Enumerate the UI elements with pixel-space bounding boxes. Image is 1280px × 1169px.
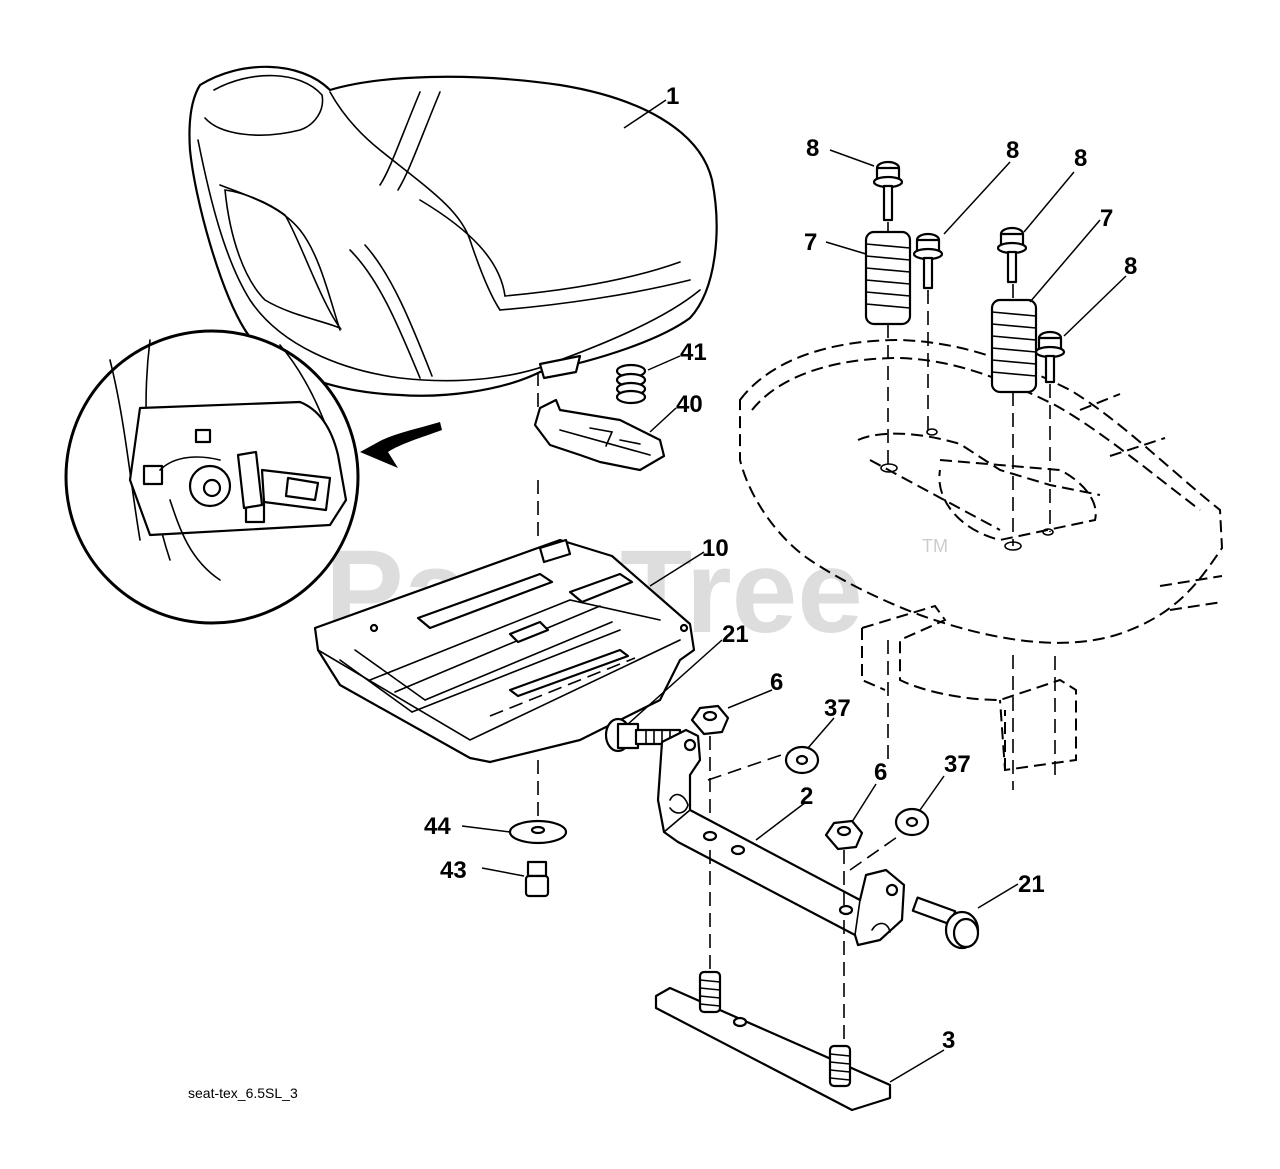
callout-8-d: 8 [1124,253,1137,280]
part-nut-6-lower[interactable] [824,819,864,851]
callout-8-a: 8 [806,135,819,162]
callout-8-b: 8 [1006,137,1019,164]
part-bolt-8-c[interactable] [996,226,1028,284]
detail-inset [64,329,442,625]
part-bracket-2[interactable] [656,728,906,947]
callout-44: 44 [424,813,451,840]
part-nut-6-upper[interactable] [690,704,730,736]
callout-41: 41 [680,339,707,366]
callout-37-b: 37 [944,751,971,778]
part-plate-3[interactable] [654,970,892,1112]
part-washer-44[interactable] [508,819,568,845]
leader-lines [461,99,1127,1083]
part-bolt-21-right[interactable] [911,896,980,950]
part-spring-7-b[interactable] [990,298,1038,394]
callout-7-a: 7 [804,229,817,256]
callout-6-b: 6 [874,759,887,786]
part-nut-37-lower[interactable] [894,807,930,837]
centerline-nut-37-lower [849,834,901,871]
part-bolt-43[interactable] [524,860,550,898]
part-nut-37-upper[interactable] [784,745,820,775]
part-switch-40[interactable] [533,398,666,472]
part-bolt-8-a[interactable] [872,160,904,222]
callout-10: 10 [702,535,729,562]
fender-outline [739,338,1224,772]
diagram-caption: seat-tex_6.5SL_3 [188,1085,298,1101]
watermark-tm: TM [922,536,948,556]
part-seat[interactable] [188,65,718,397]
callout-8-c: 8 [1074,145,1087,172]
callout-2: 2 [800,783,813,810]
part-spring-7-a[interactable] [864,230,912,326]
callout-40: 40 [676,391,703,418]
centerline-nut-37-upper [707,751,791,781]
part-seat-pan-10[interactable] [313,538,696,764]
part-spring-41[interactable] [615,363,647,405]
part-bolt-8-b[interactable] [912,232,944,290]
callout-3: 3 [942,1027,955,1054]
callout-7-b: 7 [1100,205,1113,232]
callout-37-a: 37 [824,695,851,722]
callout-21-b: 21 [1018,871,1045,898]
callout-labels: 1 8 8 8 8 7 7 41 40 10 21 6 37 2 6 37 21… [424,83,1137,1054]
callout-21-a: 21 [722,621,749,648]
callout-6-a: 6 [770,669,783,696]
part-bolt-8-d[interactable] [1034,330,1066,384]
callout-43: 43 [440,857,467,884]
callout-1: 1 [666,83,679,110]
